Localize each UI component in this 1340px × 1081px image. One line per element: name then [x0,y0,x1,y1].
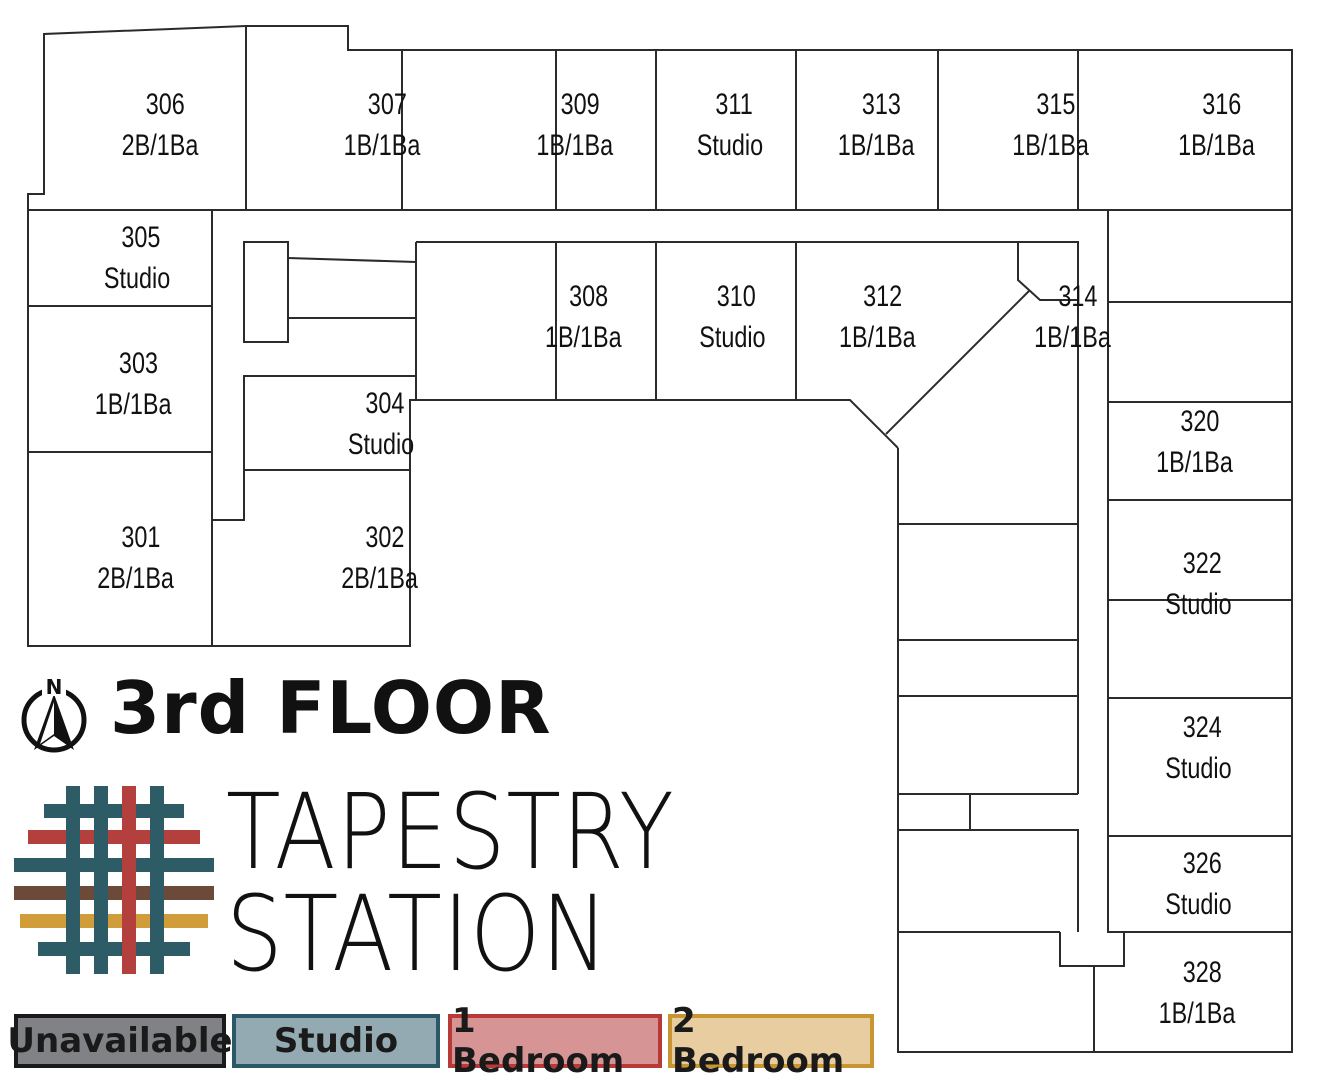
unit-320[interactable]: 320 1B/1Ba [1156,404,1233,478]
unit-number: 312 [863,279,902,312]
logo-band [94,786,108,974]
logo-band [66,786,80,974]
unit-type: 1B/1Ba [1012,128,1089,161]
unit-number: 316 [1202,87,1241,120]
brand-name: TAPESTRY STATION [226,771,748,995]
unit-type: Studio [348,427,414,460]
brand-line-2: STATION [226,872,610,995]
unit-302[interactable]: 302 2B/1Ba [341,520,418,594]
unit-number: 322 [1183,546,1222,579]
north-arrow-icon: N [16,675,92,761]
unit-type: 1B/1Ba [1034,320,1111,353]
unit-type: Studio [699,320,765,353]
unit-number: 326 [1183,846,1222,879]
unit-type: Studio [1165,751,1231,784]
unit-328[interactable]: 328 1B/1Ba [1159,955,1236,1029]
unit-316[interactable]: 316 1B/1Ba [1178,87,1255,161]
unit-type: 1B/1Ba [1156,445,1233,478]
logo-band [14,886,214,900]
unit-type: Studio [1165,587,1231,620]
unit-type: 2B/1Ba [341,561,418,594]
unit-313[interactable]: 313 1B/1Ba [838,87,915,161]
unit-number: 324 [1183,710,1222,743]
unit-number: 304 [365,386,404,419]
unit-type: 2B/1Ba [122,128,199,161]
unit-306[interactable]: 306 2B/1Ba [122,87,199,161]
legend-studio: Studio [232,1014,440,1068]
unit-308[interactable]: 308 1B/1Ba [545,279,622,353]
unit-number: 306 [146,87,185,120]
logo-band [122,786,136,974]
logo-band [38,942,190,956]
unit-number: 328 [1183,955,1222,988]
brand-line-1: TAPESTRY [226,771,675,893]
unit-type: 2B/1Ba [97,561,174,594]
unit-number: 301 [121,520,160,553]
unit-number: 303 [119,346,158,379]
unit-number: 307 [368,87,407,120]
unit-type: 1B/1Ba [344,128,421,161]
unit-number: 320 [1180,404,1219,437]
unit-307[interactable]: 307 1B/1Ba [344,87,421,161]
unit-number: 314 [1058,279,1097,312]
unit-303[interactable]: 303 1B/1Ba [95,346,172,420]
unit-type: 1B/1Ba [1178,128,1255,161]
unit-number: 308 [569,279,608,312]
logo-band [20,914,208,928]
unit-number: 302 [365,520,404,553]
unit-number: 305 [121,220,160,253]
unit-type: 1B/1Ba [838,128,915,161]
tapestry-logo-icon [14,782,214,987]
unit-number: 313 [862,87,901,120]
unit-315[interactable]: 315 1B/1Ba [1012,87,1089,161]
unit-type: 1B/1Ba [536,128,613,161]
unit-number: 315 [1036,87,1075,120]
legend-two-bedroom: 2 Bedroom [668,1001,874,1081]
logo-band [150,786,164,974]
unit-309[interactable]: 309 1B/1Ba [536,87,613,161]
unit-number: 310 [717,279,756,312]
logo-band [14,858,214,872]
legend-unavailable: Unavailable [7,1014,233,1068]
unit-type: 1B/1Ba [95,387,172,420]
unit-type: 1B/1Ba [1159,996,1236,1029]
unit-type: 1B/1Ba [839,320,916,353]
unit-type: Studio [697,128,763,161]
unit-312[interactable]: 312 1B/1Ba [839,279,916,353]
logo-band [28,830,200,844]
unit-301[interactable]: 301 2B/1Ba [97,520,174,594]
unit-type: Studio [104,261,170,294]
floor-title: 3rd FLOOR [110,666,552,750]
compass-label: N [46,676,63,699]
unit-type: 1B/1Ba [545,320,622,353]
floor-plan-walls [27,25,1293,1053]
unit-number: 311 [715,87,752,120]
legend-one-bedroom: 1 Bedroom [448,1001,662,1081]
unit-number: 309 [561,87,600,120]
unit-314[interactable]: 314 1B/1Ba [1034,279,1111,353]
unit-type: Studio [1165,887,1231,920]
